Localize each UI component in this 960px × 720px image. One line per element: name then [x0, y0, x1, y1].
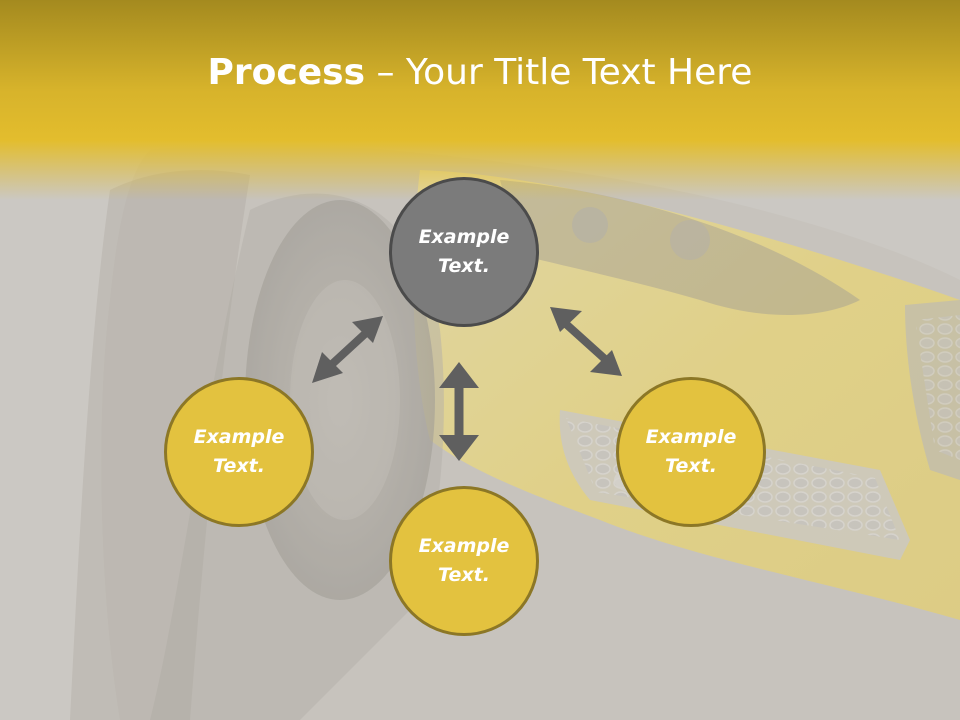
- arrow-top-left: [312, 316, 383, 383]
- arrow-top-right: [550, 307, 622, 376]
- node-top-label: Example Text.: [418, 226, 510, 277]
- node-right: Example Text.: [616, 377, 766, 527]
- node-top: Example Text.: [389, 177, 539, 327]
- node-left: Example Text.: [164, 377, 314, 527]
- node-bottom-label: Example Text.: [418, 535, 510, 586]
- node-left-label: Example Text.: [193, 426, 285, 477]
- node-right-label: Example Text.: [645, 426, 737, 477]
- title-bold: Process: [207, 52, 366, 93]
- slide-title: Process – Your Title Text Here: [0, 52, 960, 93]
- title-rest: – Your Title Text Here: [365, 52, 753, 93]
- node-bottom: Example Text.: [389, 486, 539, 636]
- arrow-center-vertical: [439, 362, 479, 461]
